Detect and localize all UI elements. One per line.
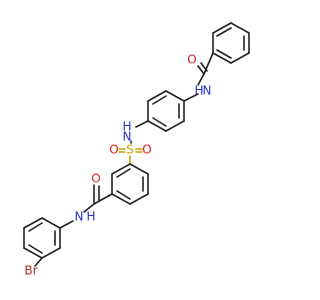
- top-amide-hydrogen-label: H: [194, 84, 203, 98]
- sulfonyl-oxygen-left-label: O: [109, 143, 118, 157]
- benzoyl-carbonyl: [197, 52, 214, 86]
- amide-hydrogen-label: H: [86, 210, 95, 224]
- ring-para-phenylene: [147, 90, 185, 132]
- sulfonyl-oxygen-right-label: O: [142, 143, 151, 157]
- sulfonyl-group: [118, 148, 143, 165]
- bond-nh-ring: [183, 93, 199, 102]
- molecule-diagram: O N H H N O S O: [23, 22, 250, 278]
- sulfur-label: S: [126, 143, 134, 157]
- ring-central-benzene: [111, 163, 149, 205]
- top-amide-nitrogen-label: N: [203, 84, 212, 98]
- bromine-label: Br: [24, 264, 37, 278]
- benzoyl-oxygen-label: O: [187, 53, 196, 67]
- ring-benzoyl-phenyl: [212, 22, 250, 64]
- structure-svg: O N H H N O S O: [23, 22, 250, 278]
- bond-c-br: [34, 257, 43, 267]
- sulfonamide-hydrogen-label: H: [122, 120, 131, 134]
- bond-ring-nh: [135, 120, 149, 128]
- bond-nh-bromophenyl: [59, 220, 74, 229]
- central-amide-carbonyl: [83, 184, 113, 213]
- amide-oxygen-label: O: [91, 172, 100, 186]
- sulfonamide-nitrogen-label: N: [123, 130, 132, 144]
- ring-bromophenyl: [23, 217, 61, 259]
- amide-nitrogen-label: N: [75, 210, 84, 224]
